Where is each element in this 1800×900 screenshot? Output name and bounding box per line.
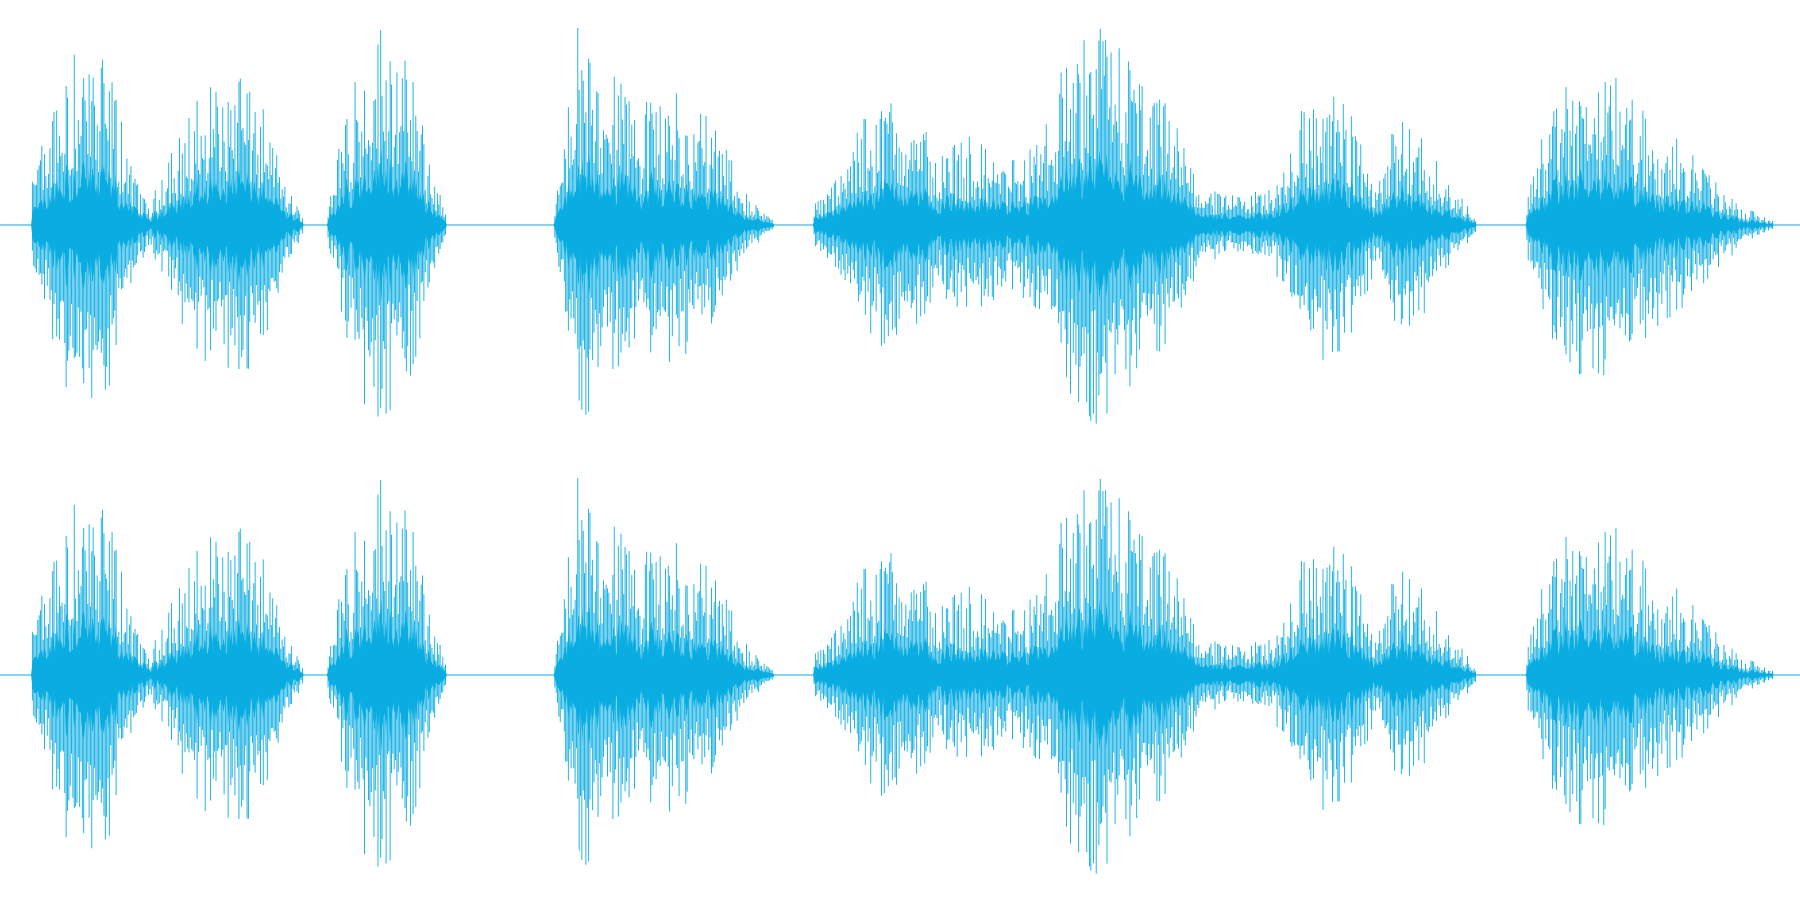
waveform-body (0, 592, 1800, 758)
waveform-body (0, 142, 1800, 308)
channel-bottom (0, 478, 1800, 874)
channel-top (0, 28, 1800, 424)
